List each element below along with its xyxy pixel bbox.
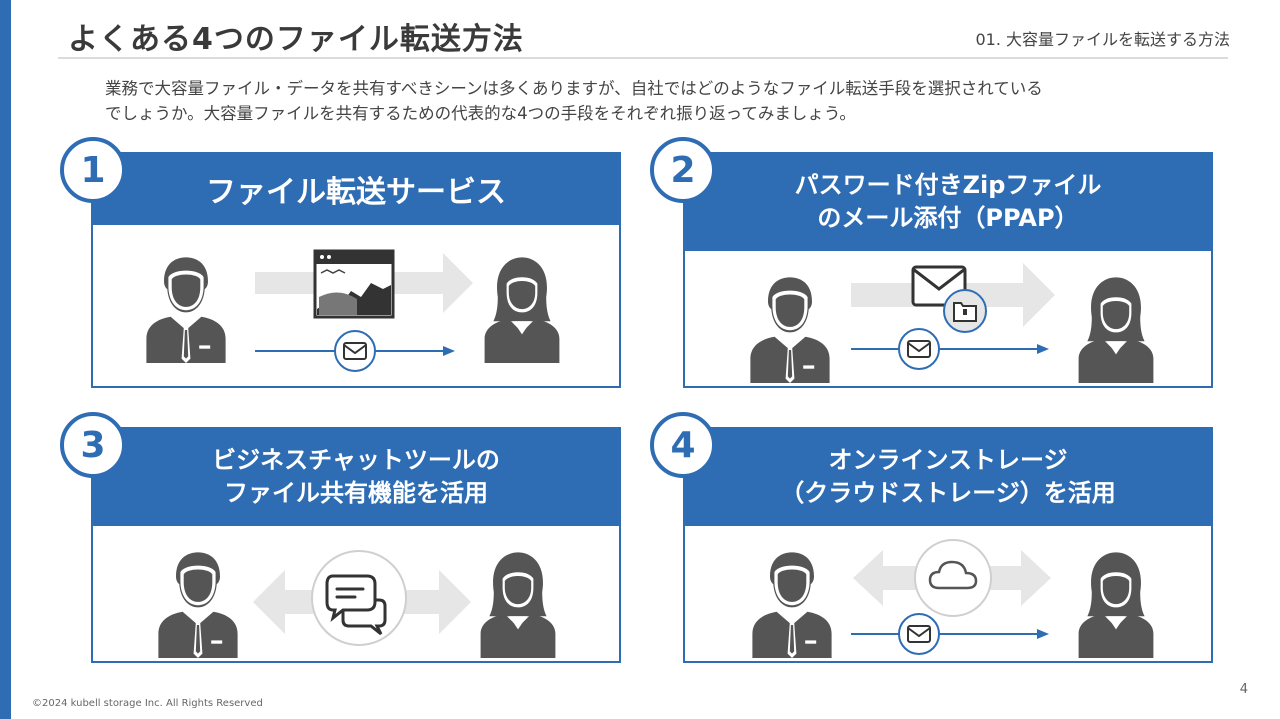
card-1-title: ファイル転送サービス — [206, 174, 506, 210]
card-3-title-line-2: ファイル共有機能を活用 — [224, 478, 488, 507]
businessman-icon — [750, 277, 830, 383]
card-3-title-line-1: ビジネスチャットツールの — [212, 445, 500, 474]
card-2-title-line-1: パスワード付きZipファイル — [794, 170, 1102, 199]
card-file-transfer-service: ファイル転送サービス 1 — [60, 137, 621, 388]
card-2-illustration — [750, 263, 1154, 383]
intro-line-2: でしょうか。大容量ファイルを共有するための代表的な4つの手段をそれぞれ振り返って… — [105, 104, 856, 123]
page-number: 4 — [1239, 682, 1248, 697]
intro-paragraph: 業務で大容量ファイル・データを共有すべきシーンは多くありますが、自社ではどのよう… — [105, 76, 1215, 126]
title-divider — [58, 57, 1228, 59]
section-label: 01. 大容量ファイルを転送する方法 — [975, 30, 1230, 49]
page-title: よくある4つのファイル転送方法 — [68, 22, 524, 57]
envelope-icon — [898, 613, 940, 655]
step-number-1: 1 — [60, 137, 126, 203]
step-number-3: 3 — [60, 412, 126, 478]
browser-window-icon — [313, 249, 395, 319]
card-4-body — [683, 526, 1213, 663]
card-2-title-line-2: のメール添付（PPAP） — [817, 203, 1079, 232]
businesswoman-icon — [1078, 277, 1154, 383]
card-3-body — [91, 526, 621, 663]
card-password-zip-email: パスワード付きZipファイル のメール添付（PPAP） 2 — [650, 137, 1213, 388]
card-2-body — [683, 251, 1213, 388]
card-1-header: ファイル転送サービス — [91, 152, 621, 225]
accent-sidebar-bar — [0, 0, 11, 719]
businesswoman-icon — [1078, 552, 1154, 658]
businesswoman-icon — [484, 257, 560, 363]
card-4-header: オンラインストレージ （クラウドストレージ）を活用 — [683, 427, 1213, 526]
chat-bubbles-icon — [311, 550, 407, 646]
card-business-chat: ビジネスチャットツールの ファイル共有機能を活用 3 — [60, 412, 621, 663]
step-number-4: 4 — [650, 412, 716, 478]
businessman-icon — [146, 257, 226, 363]
zip-folder-icon — [943, 289, 987, 333]
envelope-icon — [898, 328, 940, 370]
cloud-icon — [914, 539, 992, 617]
card-4-illustration — [752, 539, 1154, 658]
businesswoman-icon — [480, 552, 556, 658]
card-4-title-line-1: オンラインストレージ — [828, 445, 1068, 474]
intro-line-1: 業務で大容量ファイル・データを共有すべきシーンは多くありますが、自社ではどのよう… — [105, 79, 1043, 98]
card-3-illustration — [158, 550, 556, 658]
card-3-header: ビジネスチャットツールの ファイル共有機能を活用 — [91, 427, 621, 526]
businessman-icon — [158, 552, 238, 658]
card-online-storage: オンラインストレージ （クラウドストレージ）を活用 4 — [650, 412, 1213, 663]
card-1-body — [91, 225, 621, 388]
card-2-header: パスワード付きZipファイル のメール添付（PPAP） — [683, 152, 1213, 251]
card-1-illustration — [146, 249, 560, 372]
copyright-footer: ©2024 kubell storage Inc. All Rights Res… — [32, 698, 263, 709]
businessman-icon — [752, 552, 832, 658]
card-4-title-line-2: （クラウドストレージ）を活用 — [780, 478, 1116, 507]
envelope-icon — [334, 330, 376, 372]
step-number-2: 2 — [650, 137, 716, 203]
